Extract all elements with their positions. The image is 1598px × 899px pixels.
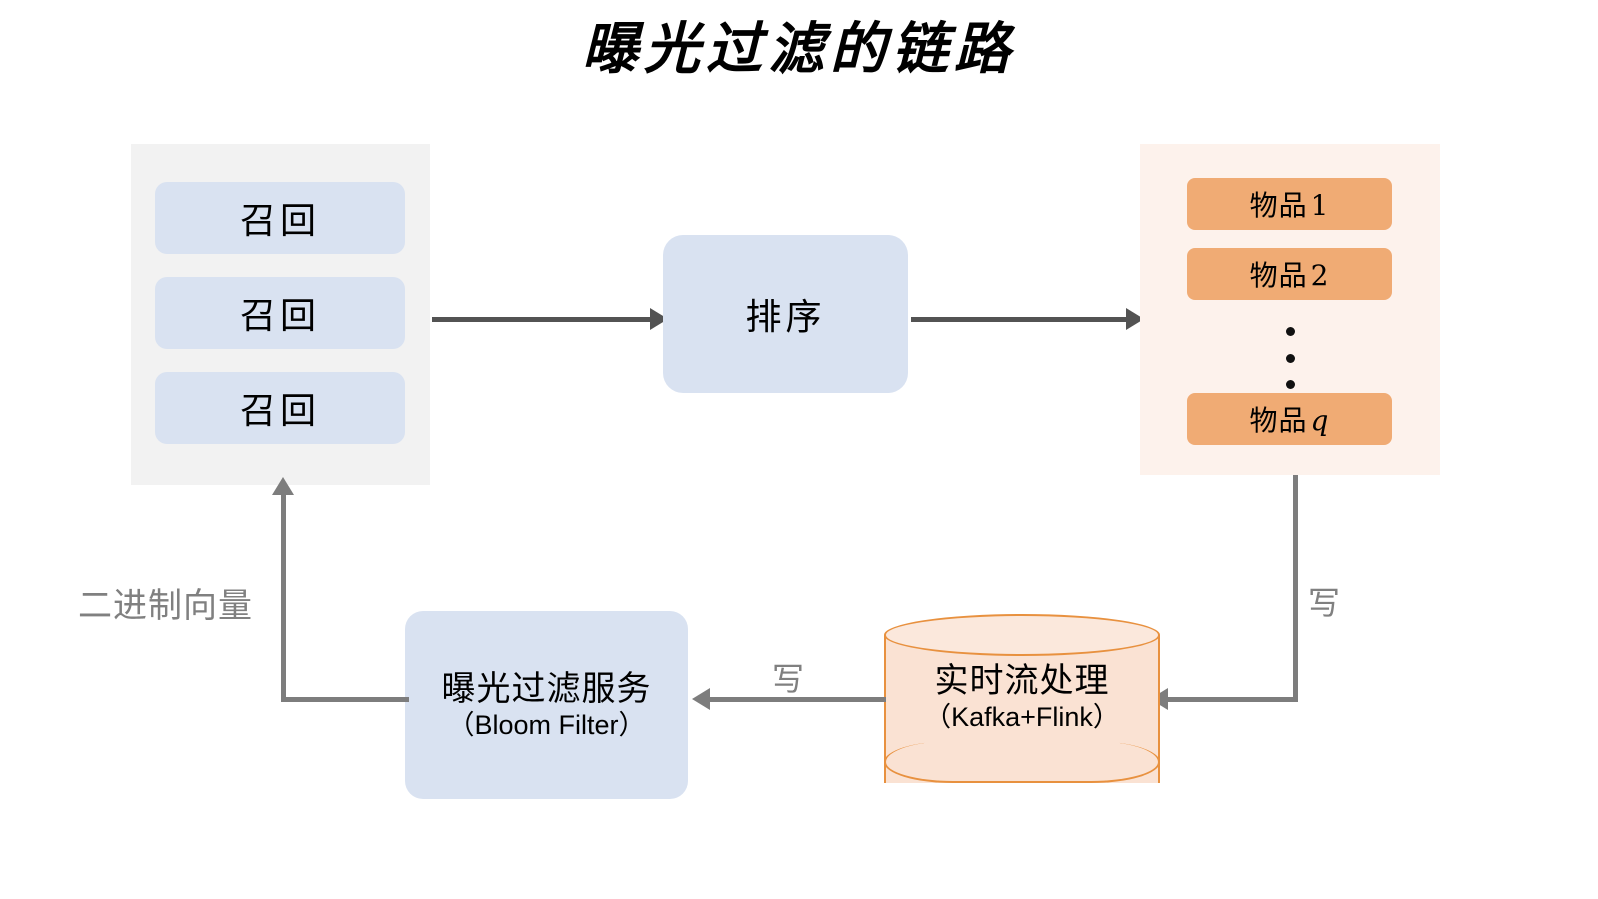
recall-box-1[interactable]: 召回 [155, 182, 405, 254]
bloom-filter-title: 曝光过滤服务 [441, 669, 652, 708]
stream-processing-cylinder[interactable]: 实时流处理 （Kafka+Flink） [884, 614, 1160, 804]
recall-box-3-label: 召回 [239, 390, 320, 431]
cylinder-bottom-ellipse [884, 741, 1160, 783]
edge-label-write-middle: 写 [772, 661, 805, 697]
rank-box[interactable]: 排序 [663, 235, 908, 393]
item-box-1-index: 1 [1310, 189, 1330, 222]
feedback-vertical-line [281, 492, 286, 702]
edge-label-write-right: 写 [1308, 585, 1341, 621]
ellipsis-dot [1285, 380, 1295, 389]
recall-box-1-label: 召回 [239, 200, 320, 241]
ellipsis-dot [1285, 327, 1295, 336]
feedback-arrow-head-icon [272, 477, 294, 495]
write-right-horizontal-line [1163, 697, 1298, 702]
stream-processing-label: 实时流处理 （Kafka+Flink） [884, 662, 1160, 732]
write-middle-arrow-head-icon [692, 688, 710, 710]
arrow-rank-to-items-head-icon [1126, 308, 1144, 330]
rank-box-label: 排序 [745, 296, 826, 337]
write-right-vertical-line [1293, 475, 1298, 702]
feedback-horizontal-line [281, 697, 409, 702]
stream-processing-subtitle: （Kafka+Flink） [924, 702, 1120, 733]
edge-label-binary-vector: 二进制向量 [78, 587, 253, 625]
item-box-2-index: 2 [1310, 259, 1330, 292]
cylinder-top-ellipse [884, 614, 1160, 656]
arrow-rank-to-items-line [911, 317, 1130, 322]
ellipsis-dot [1285, 353, 1295, 363]
recall-box-2[interactable]: 召回 [155, 277, 405, 349]
vertical-ellipsis-icon [1281, 327, 1299, 389]
bloom-filter-service-box[interactable]: 曝光过滤服务 （Bloom Filter） [405, 611, 688, 799]
write-middle-line [706, 697, 886, 702]
recall-box-3[interactable]: 召回 [155, 372, 405, 444]
stream-processing-title: 实时流处理 [934, 662, 1110, 700]
item-box-q-index: q [1310, 404, 1330, 437]
arrow-recall-to-rank-line [432, 317, 654, 322]
bloom-filter-subtitle: （Bloom Filter） [447, 709, 646, 740]
recall-box-2-label: 召回 [239, 295, 320, 336]
page-title: 曝光过滤的链路 [582, 16, 1016, 82]
